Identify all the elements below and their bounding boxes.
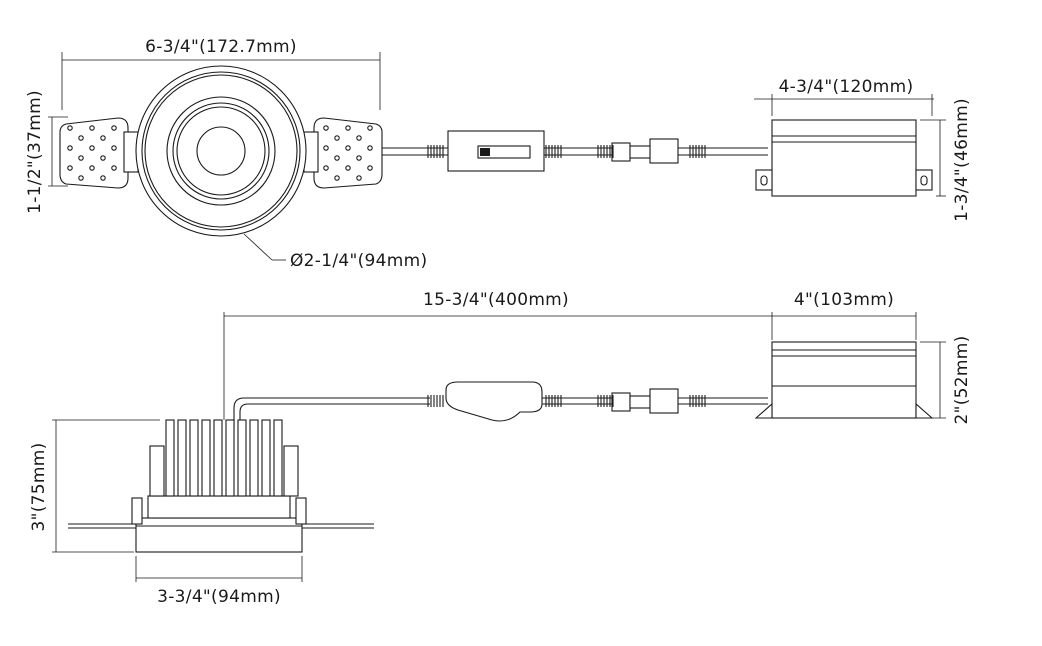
fixture-width-dimension: 3-3/4"(94mm) (135, 556, 303, 607)
cable-length-label: 15-3/4"(400mm) (423, 290, 569, 310)
driver-side-width-dimension: 4"(103mm) (772, 290, 917, 340)
side-driver (754, 341, 934, 419)
inline-switch-box (447, 130, 545, 172)
reflector-ring (166, 96, 276, 206)
top-height-dimension: 1-1/2"(37mm) (25, 90, 68, 214)
top-view-fixture (59, 65, 383, 237)
fixture-height-dimension: 3"(75mm) (29, 419, 160, 553)
side-cable (233, 381, 768, 430)
diameter-label: Ø2-1/4"(94mm) (290, 251, 427, 271)
side-inline-switch (445, 381, 543, 422)
outer-ring (135, 65, 307, 237)
fixture-width-label: 3-3/4"(94mm) (157, 587, 281, 607)
right-spring-clip (303, 117, 383, 189)
side-fixture (68, 419, 374, 553)
fixture-height-label: 3"(75mm) (29, 442, 49, 531)
top-height-label: 1-1/2"(37mm) (25, 90, 45, 214)
diameter-leader: Ø2-1/4"(94mm) (243, 233, 427, 271)
top-width-label: 6-3/4"(172.7mm) (145, 37, 297, 57)
driver-top-height-label: 1-3/4"(46mm) (952, 98, 972, 222)
driver-side-height-dimension: 2"(52mm) (920, 335, 972, 425)
top-cable (382, 130, 768, 172)
driver-side-height-label: 2"(52mm) (952, 335, 972, 424)
top-connector-b (649, 138, 679, 164)
cable-length-dimension: 15-3/4"(400mm) (223, 290, 773, 420)
left-spring-clip (59, 117, 139, 189)
driver-top-height-dimension: 1-3/4"(46mm) (920, 98, 972, 222)
driver-top-width-dimension: 4-3/4"(120mm) (754, 77, 934, 116)
top-width-dimension: 6-3/4"(172.7mm) (61, 37, 381, 110)
top-driver (755, 119, 933, 197)
top-connector-a (611, 142, 631, 162)
driver-side-width-label: 4"(103mm) (794, 290, 894, 310)
trim-body (135, 517, 303, 553)
heat-sink-fins (165, 419, 283, 497)
driver-top-width-label: 4-3/4"(120mm) (779, 77, 914, 97)
lens (196, 126, 246, 176)
